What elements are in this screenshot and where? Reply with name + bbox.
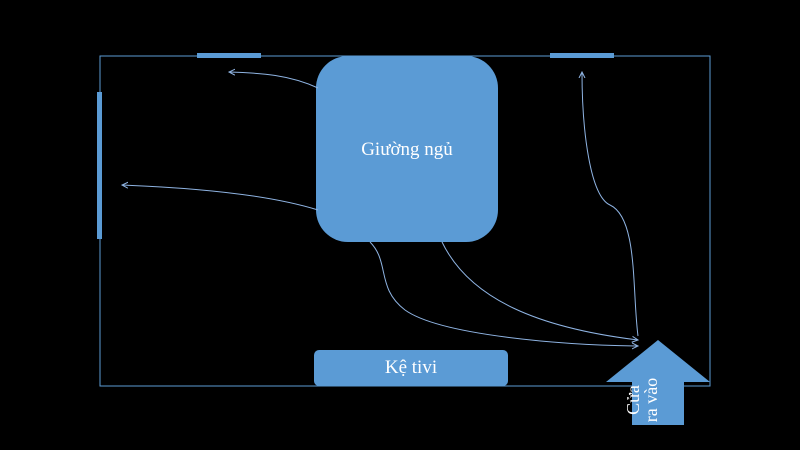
flow-arrow-bed-to-door-outer (369, 241, 638, 346)
window-left (97, 92, 102, 239)
door-label-line1: Cửa (623, 385, 643, 415)
tv-stand-shape (314, 350, 508, 386)
tv-stand-label: Kệ tivi (384, 357, 438, 378)
window-top-right (550, 53, 614, 58)
flow-arrow-bed-to-left-window (122, 185, 319, 211)
bed-shape (316, 56, 498, 242)
bed-label: Giường ngủ (361, 139, 453, 160)
flow-arrow-bed-to-door-inner (441, 241, 638, 340)
flow-arrow-bed-to-top-window (229, 72, 319, 89)
door-label-line2: ra vào (641, 377, 661, 423)
window-top-left (197, 53, 261, 58)
door-arrow-shape (606, 340, 710, 425)
flow-arrow-door-to-right-window (582, 72, 639, 337)
door-label: Cửa ra vào (622, 370, 662, 430)
